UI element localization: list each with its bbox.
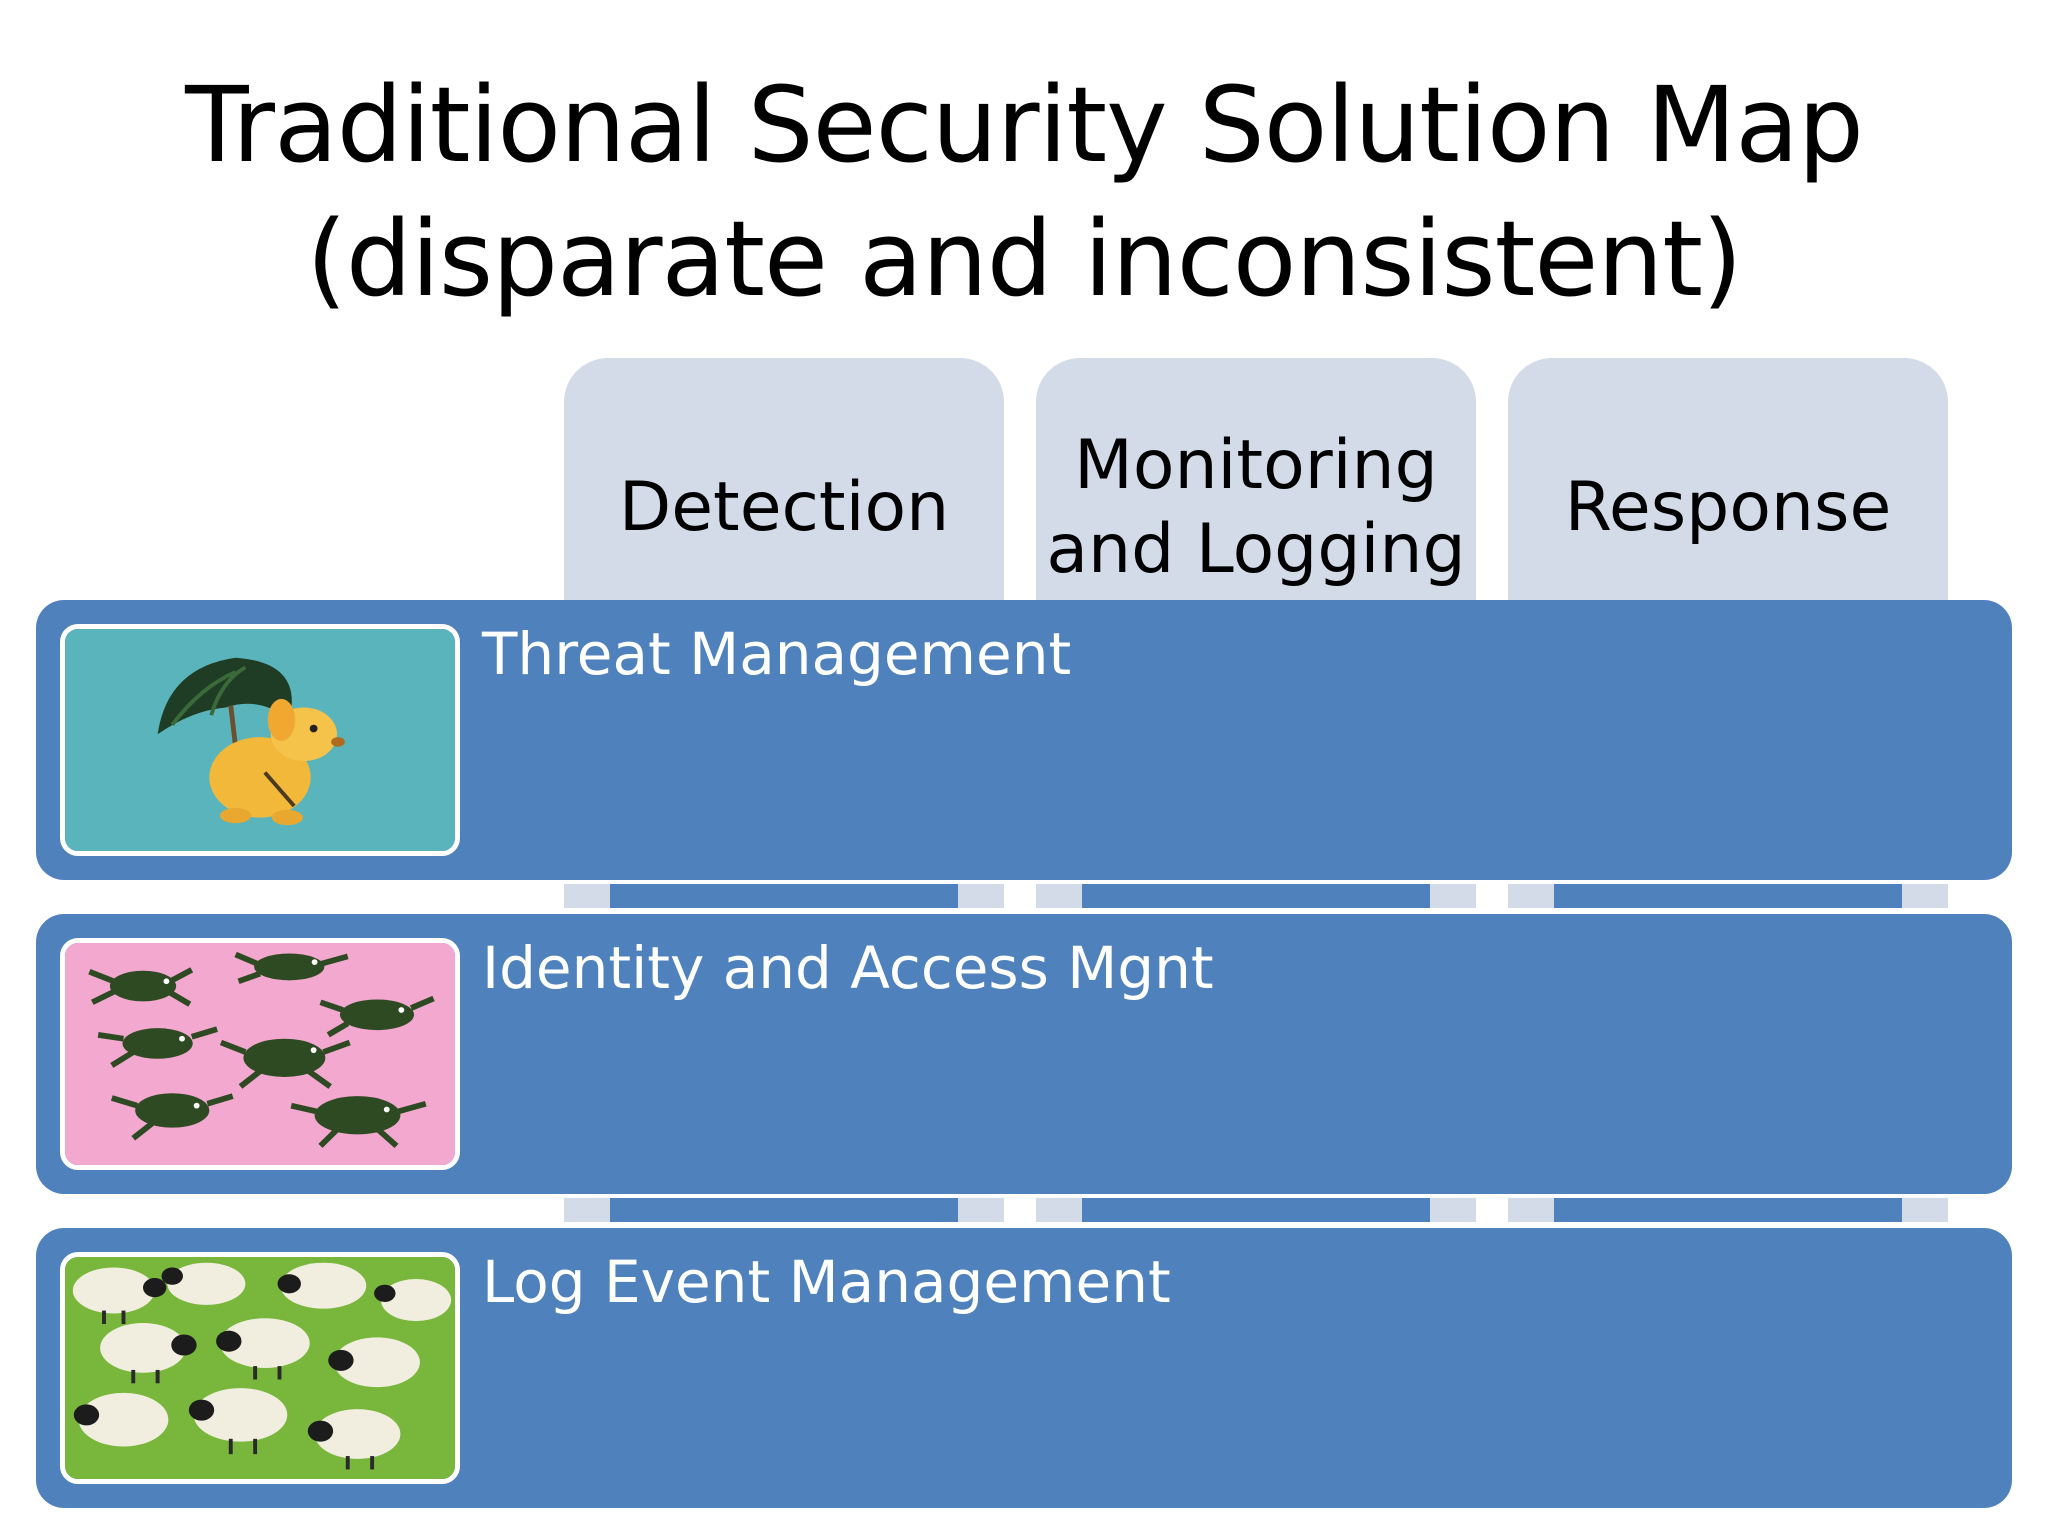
- title-line-1: Traditional Security Solution Map: [185, 64, 1864, 186]
- column-label: Response: [1564, 468, 1892, 547]
- connector-bar: [1554, 1198, 1902, 1222]
- connector-bar: [1554, 884, 1902, 908]
- row-label: Identity and Access Mgnt: [482, 934, 1214, 1002]
- row-band-identity-access: Identity and Access Mgnt: [36, 914, 2012, 1194]
- row-label: Log Event Management: [482, 1248, 1171, 1316]
- connector-bar: [1082, 1198, 1430, 1222]
- column-label: Detection: [618, 468, 950, 547]
- row-label: Threat Management: [482, 620, 1072, 688]
- connector-bar: [1082, 884, 1430, 908]
- title-line-2: (disparate and inconsistent): [306, 198, 1742, 320]
- connector-bar: [610, 884, 958, 908]
- column-label: Monitoring and Logging: [1046, 426, 1466, 589]
- slide-title: Traditional Security Solution Map (dispa…: [0, 58, 2048, 326]
- umbrella-dog-icon: [60, 624, 460, 856]
- row-band-log-event: Log Event Management: [36, 1228, 2012, 1508]
- row-band-threat-management: Threat Management: [36, 600, 2012, 880]
- cucumber-frogs-icon: [60, 938, 460, 1170]
- connector-bar: [610, 1198, 958, 1222]
- cauliflower-sheep-icon: [60, 1252, 460, 1484]
